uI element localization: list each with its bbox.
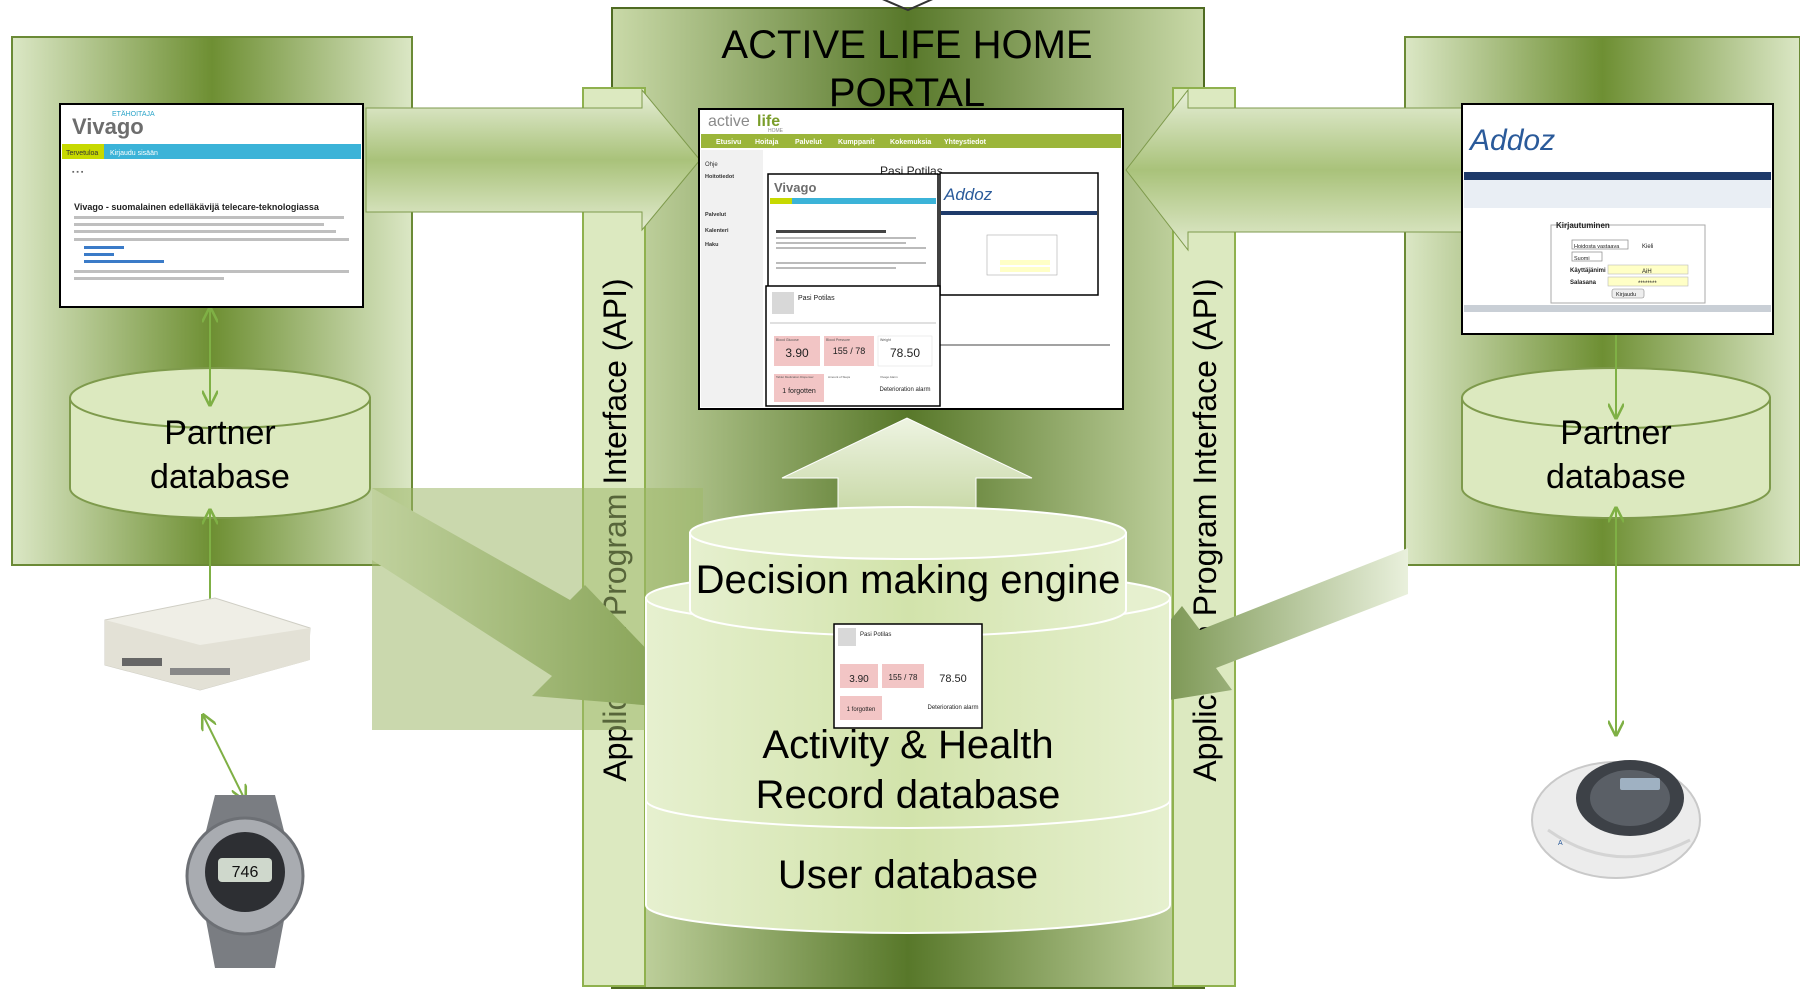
activelife-side-1: Hoitotiedot bbox=[705, 174, 734, 180]
activelife-side-4: Haku bbox=[705, 242, 718, 248]
health-card-small: Pasi Potilas 3.90 155 / 78 78.50 1 forgo… bbox=[833, 623, 983, 729]
small-card-v2: 155 / 78 bbox=[889, 673, 918, 682]
health-v2-label: Blood Pressure bbox=[826, 338, 850, 342]
connector-basestation-to-watch bbox=[203, 715, 245, 800]
right-partner-db-line1: Partner bbox=[1560, 414, 1672, 452]
health-v1: 3.90 bbox=[785, 346, 809, 360]
health-v6: Deterioration alarm bbox=[879, 387, 930, 393]
nested-addoz-logo: Addoz bbox=[943, 185, 993, 204]
activity-db-line2: Record database bbox=[756, 773, 1061, 817]
activelife-nav-3: Kumppanit bbox=[838, 139, 875, 146]
vivago-nav-0: Tervetuloa bbox=[66, 150, 98, 157]
activelife-nav-1: Hoitaja bbox=[755, 139, 778, 146]
health-v1-label: Blood Glucose bbox=[776, 338, 799, 342]
vivago-flags: ▪ ▪ ▪ bbox=[72, 169, 84, 176]
portal-title-line2: PORTAL bbox=[829, 71, 985, 115]
base-station-device bbox=[104, 597, 311, 691]
addoz-login-button: Kirjaudu bbox=[1616, 292, 1636, 298]
arrow-right-partner-to-records bbox=[1094, 548, 1408, 712]
api-right-label: Application Program Interface (API) bbox=[1187, 278, 1223, 781]
portal-top-chevron bbox=[882, 0, 933, 12]
arrow-addoz-to-portal bbox=[1125, 88, 1463, 252]
health-v4-label: Tablet Medication Dispenser bbox=[776, 375, 814, 379]
vivago-nav-1: Kirjaudu sisään bbox=[110, 150, 158, 157]
activelife-logo-sub: HOME bbox=[768, 128, 784, 134]
left-partner-db-line2: database bbox=[150, 458, 290, 496]
nested-vivago-logo: Vivago bbox=[774, 180, 816, 195]
dispenser-logo: A bbox=[1558, 840, 1563, 847]
health-v2: 155 / 78 bbox=[833, 346, 866, 356]
active-life-portal-screenshot: active life HOME Etusivu Hoitaja Palvelu… bbox=[698, 108, 1124, 410]
vivago-website-screenshot: ETÄHOITAJA Vivago Tervetuloa Kirjaudu si… bbox=[59, 103, 364, 308]
vivago-watch-device: 746 bbox=[185, 795, 305, 968]
health-v6-label: Vivago Alarm bbox=[880, 375, 898, 379]
activelife-logo-a: active bbox=[708, 113, 750, 130]
portal-title-line1: ACTIVE LIFE HOME bbox=[721, 23, 1092, 67]
addoz-pass-value: ******** bbox=[1638, 281, 1657, 287]
activelife-side-2: Palvelut bbox=[705, 212, 726, 218]
small-card-v6: Deterioration alarm bbox=[927, 705, 978, 711]
activity-db-line1: Activity & Health bbox=[762, 723, 1053, 767]
vivago-logo: Vivago bbox=[72, 114, 144, 139]
health-v3: 78.50 bbox=[890, 346, 920, 360]
small-card-v1: 3.90 bbox=[849, 674, 869, 685]
addoz-website-screenshot: Addoz Kirjautuminen Hoidosta vastaava Ki… bbox=[1461, 103, 1774, 335]
health-v4: 1 forgotten bbox=[782, 388, 816, 395]
activelife-nav-0: Etusivu bbox=[716, 139, 741, 146]
addoz-role-select: Hoidosta vastaava bbox=[1574, 244, 1620, 250]
addoz-logo: Addoz bbox=[1468, 124, 1555, 157]
small-card-v3: 78.50 bbox=[939, 673, 967, 685]
right-partner-db-line2: database bbox=[1546, 458, 1686, 496]
decision-engine-database: Decision making engine bbox=[689, 506, 1127, 637]
small-card-v4: 1 forgotten bbox=[847, 707, 876, 713]
addoz-lang-value: Suomi bbox=[1574, 256, 1590, 262]
activelife-nav-5: Yhteystiedot bbox=[944, 139, 987, 146]
addoz-user-label: Käyttäjänimi bbox=[1570, 268, 1606, 274]
vivago-heading: Vivago - suomalainen edelläkävijä teleca… bbox=[74, 202, 320, 212]
activelife-nav-4: Kokemuksia bbox=[890, 139, 931, 146]
user-db-label: User database bbox=[778, 853, 1038, 897]
watch-display: 746 bbox=[232, 864, 259, 881]
health-v3-label: Weight bbox=[880, 338, 891, 342]
addoz-login-title: Kirjautuminen bbox=[1556, 221, 1610, 230]
arrow-engine-to-portal bbox=[781, 417, 1033, 511]
health-v5-label: Amount of Steps bbox=[828, 375, 851, 379]
addoz-lang-label: Kieli bbox=[1642, 244, 1653, 250]
activelife-logo-b: life bbox=[757, 113, 780, 130]
small-card-name: Pasi Potilas bbox=[860, 632, 891, 638]
activelife-side-0: Ohje bbox=[705, 162, 718, 168]
addoz-pass-label: Salasana bbox=[1570, 280, 1597, 286]
left-partner-db-line1: Partner bbox=[164, 414, 276, 452]
medication-dispenser-device: A bbox=[1531, 760, 1701, 879]
activelife-nav-2: Palvelut bbox=[795, 139, 823, 146]
health-card-large: Pasi Potilas Blood Glucose 3.90 Blood Pr… bbox=[765, 285, 941, 407]
left-partner-database: Partner database bbox=[69, 367, 371, 519]
activelife-side-3: Kalenteri bbox=[705, 228, 729, 234]
vivago-logo-small: ETÄHOITAJA bbox=[112, 110, 155, 118]
health-card-name: Pasi Potilas bbox=[798, 295, 835, 302]
arrow-vivago-to-portal bbox=[365, 88, 701, 232]
right-partner-database: Partner database bbox=[1461, 367, 1771, 519]
decision-engine-label: Decision making engine bbox=[696, 558, 1121, 602]
addoz-user-value: AiH bbox=[1642, 269, 1652, 275]
